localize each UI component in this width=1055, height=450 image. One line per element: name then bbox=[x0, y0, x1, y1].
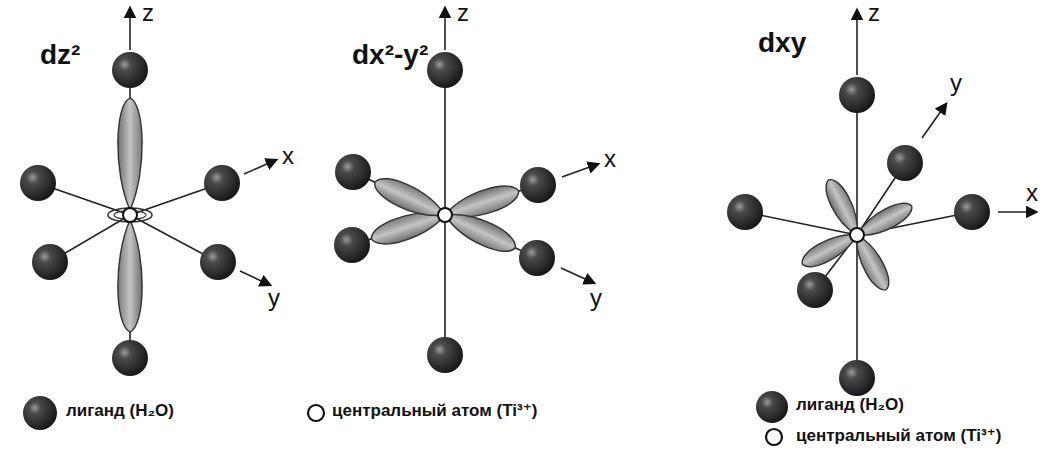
axis-label: x bbox=[1026, 180, 1038, 206]
dx2y2-panel bbox=[352, 8, 598, 355]
orbital-label: dz² bbox=[40, 40, 80, 71]
ligand-sample bbox=[23, 396, 57, 430]
axis-label: z bbox=[457, 0, 469, 26]
atom-sample bbox=[308, 405, 324, 421]
axis-label: z bbox=[142, 0, 154, 26]
axis-label: x bbox=[282, 143, 294, 169]
axis-label: x bbox=[604, 146, 616, 172]
atom-sample bbox=[766, 429, 782, 445]
legend-text: лиганд (H₂O) bbox=[66, 402, 174, 421]
axis-label: y bbox=[590, 285, 602, 311]
dxy-panel bbox=[745, 10, 1036, 378]
orbital-label: dx²-y² bbox=[352, 40, 428, 71]
orbital-label: dxy bbox=[758, 28, 806, 59]
legend-text: центральный атом (Ti³⁺) bbox=[332, 402, 537, 421]
axis-label: y bbox=[950, 70, 962, 96]
legend-text: центральный атом (Ti³⁺) bbox=[796, 427, 1001, 446]
ligand-sample bbox=[756, 391, 788, 423]
legend-text: лиганд (H₂O) bbox=[796, 396, 904, 415]
axis-label: z bbox=[868, 0, 880, 26]
dz2-panel bbox=[38, 8, 276, 358]
axis-label: y bbox=[268, 285, 280, 311]
